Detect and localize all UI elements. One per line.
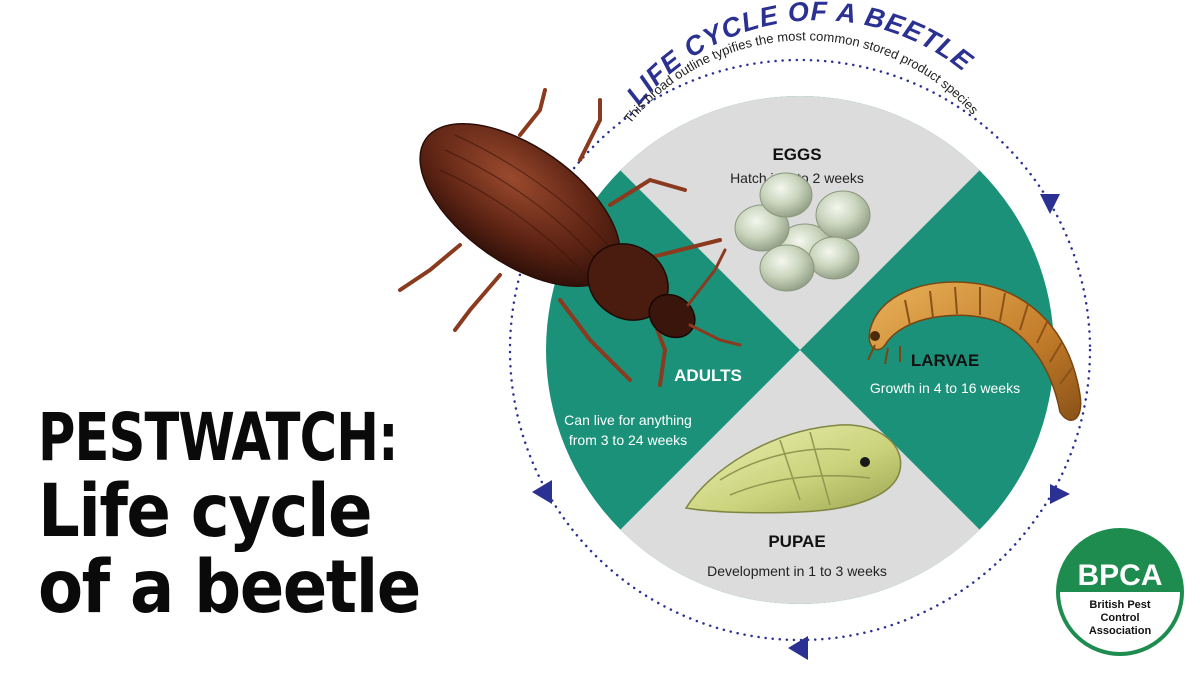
larva-image [867, 281, 1082, 421]
larvae-description: Growth in 4 to 16 weeks [870, 380, 1020, 396]
bpca-line1: British Pest [1089, 599, 1150, 611]
arrow-right-top-icon [1040, 194, 1060, 214]
headline: PESTWATCH: Life cycle of a beetle [38, 402, 508, 626]
bpca-line3: Association [1089, 625, 1152, 637]
bpca-abbrev: BPCA [1077, 559, 1162, 592]
quadrant-eggs [546, 96, 1054, 350]
cycle-ring [508, 58, 1092, 642]
arrow-right-bottom-icon [1050, 484, 1070, 504]
eggs-image [734, 172, 871, 292]
headline-line-1: PESTWATCH: [38, 399, 399, 476]
pupae-title: PUPAE [768, 532, 825, 551]
adults-title: ADULTS [674, 366, 742, 385]
larvae-title: LARVAE [911, 351, 979, 370]
beetle-image [398, 88, 742, 387]
adults-description-line1: Can live for anything [564, 412, 692, 428]
arrow-left-bottom-icon [532, 480, 552, 504]
pupae-description: Development in 1 to 3 weeks [707, 563, 887, 579]
pupa-image [684, 424, 902, 514]
adults-description-line2: from 3 to 24 weeks [569, 432, 687, 448]
bpca-logo: BPCA British Pest Control Association [1056, 528, 1184, 656]
headline-line-3: of a beetle [38, 545, 421, 630]
diagram-title: LIFE CYCLE OF A BEETLE [620, 0, 978, 110]
eggs-title: EGGS [772, 145, 821, 164]
bpca-line2: Control [1100, 612, 1139, 624]
arrow-bottom-icon [788, 636, 808, 660]
headline-line-2: Life cycle [38, 469, 373, 554]
